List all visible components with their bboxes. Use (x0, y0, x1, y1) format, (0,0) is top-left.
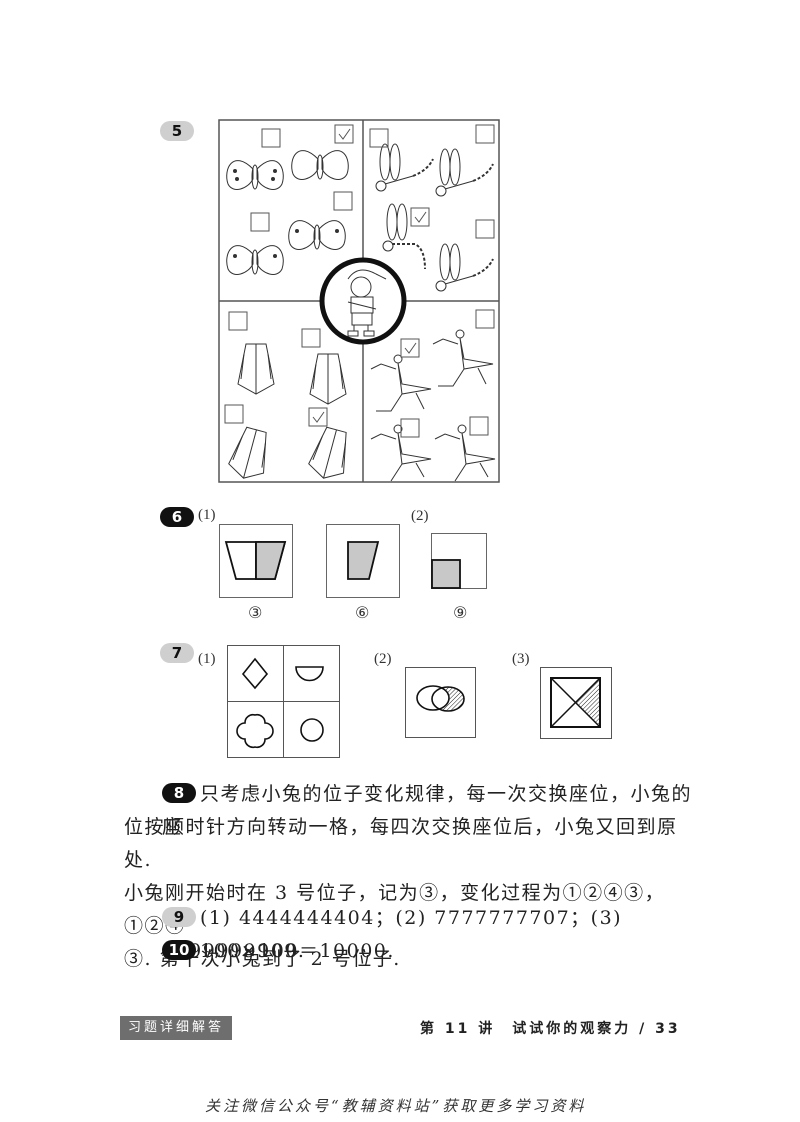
q6-figure-1 (219, 524, 293, 598)
checkbox (475, 124, 495, 144)
question-number-badge: 9 (162, 907, 196, 927)
q5-observation-figure (218, 119, 500, 483)
question-number-badge: 6 (160, 507, 194, 527)
checkbox (400, 418, 420, 438)
checkbox (301, 328, 321, 348)
question-number-badge: 8 (162, 783, 196, 803)
semicircle-icon (295, 666, 324, 682)
question-number-badge: 7 (160, 643, 194, 663)
dragonfly-icon (375, 143, 494, 292)
answer-label: ⑥ (355, 603, 370, 622)
part-label: (3) (512, 651, 530, 667)
q7-figure-1 (227, 645, 340, 758)
mantis-icon (370, 329, 496, 482)
q6-figure-3 (431, 533, 487, 589)
part-label: (1) (198, 507, 216, 523)
answer-text: 100×100＝10000. (200, 940, 395, 962)
checkbox (224, 404, 244, 424)
q7-figure-2 (405, 667, 476, 738)
text-line: 位按顺时针方向转动一格，每四次交换座位后，小兔又回到原处. (124, 816, 678, 871)
cicada-icon (228, 343, 347, 479)
question-number-badge: 10 (162, 940, 196, 960)
watermark: 关注微信公众号“教辅资料站”获取更多学习资料 (205, 1097, 587, 1115)
checkbox (475, 309, 495, 329)
answer-label: ⑨ (453, 603, 468, 622)
checkbox-checked (410, 207, 430, 227)
checkbox (475, 219, 495, 239)
checkbox-checked (308, 407, 328, 427)
checkbox (228, 311, 248, 331)
checkbox (369, 128, 389, 148)
q6-figure-2 (326, 524, 400, 598)
quatrefoil-icon (236, 713, 274, 749)
checkbox-checked (334, 124, 354, 144)
text-line: 只考虑小兔的位子变化规律，每一次交换座位，小兔的座 (162, 783, 693, 838)
section-tag: 习题详细解答 (120, 1016, 232, 1040)
q7-figure-3 (540, 667, 612, 739)
butterfly-icon (226, 150, 349, 275)
part-label: (2) (374, 651, 392, 667)
answer-label: ③ (248, 603, 263, 622)
chapter-page-info: 第 11 讲 试试你的观察力 / 33 (420, 1021, 681, 1037)
circle-icon (300, 718, 324, 742)
answer-text: (1) 4444444404；(2) 7777777707；(3) 999999… (162, 907, 623, 962)
boy-icon (319, 257, 407, 345)
question-number-badge: 5 (160, 121, 194, 141)
part-label: (2) (411, 508, 429, 524)
part-label: (1) (198, 651, 216, 667)
checkbox (469, 416, 489, 436)
q9-answer: 9(1) 4444444404；(2) 7777777707；(3) 99999… (162, 902, 722, 968)
checkbox (250, 212, 270, 232)
checkbox (333, 191, 353, 211)
checkbox-checked (400, 338, 420, 358)
diamond-icon (241, 657, 269, 690)
checkbox (261, 128, 281, 148)
